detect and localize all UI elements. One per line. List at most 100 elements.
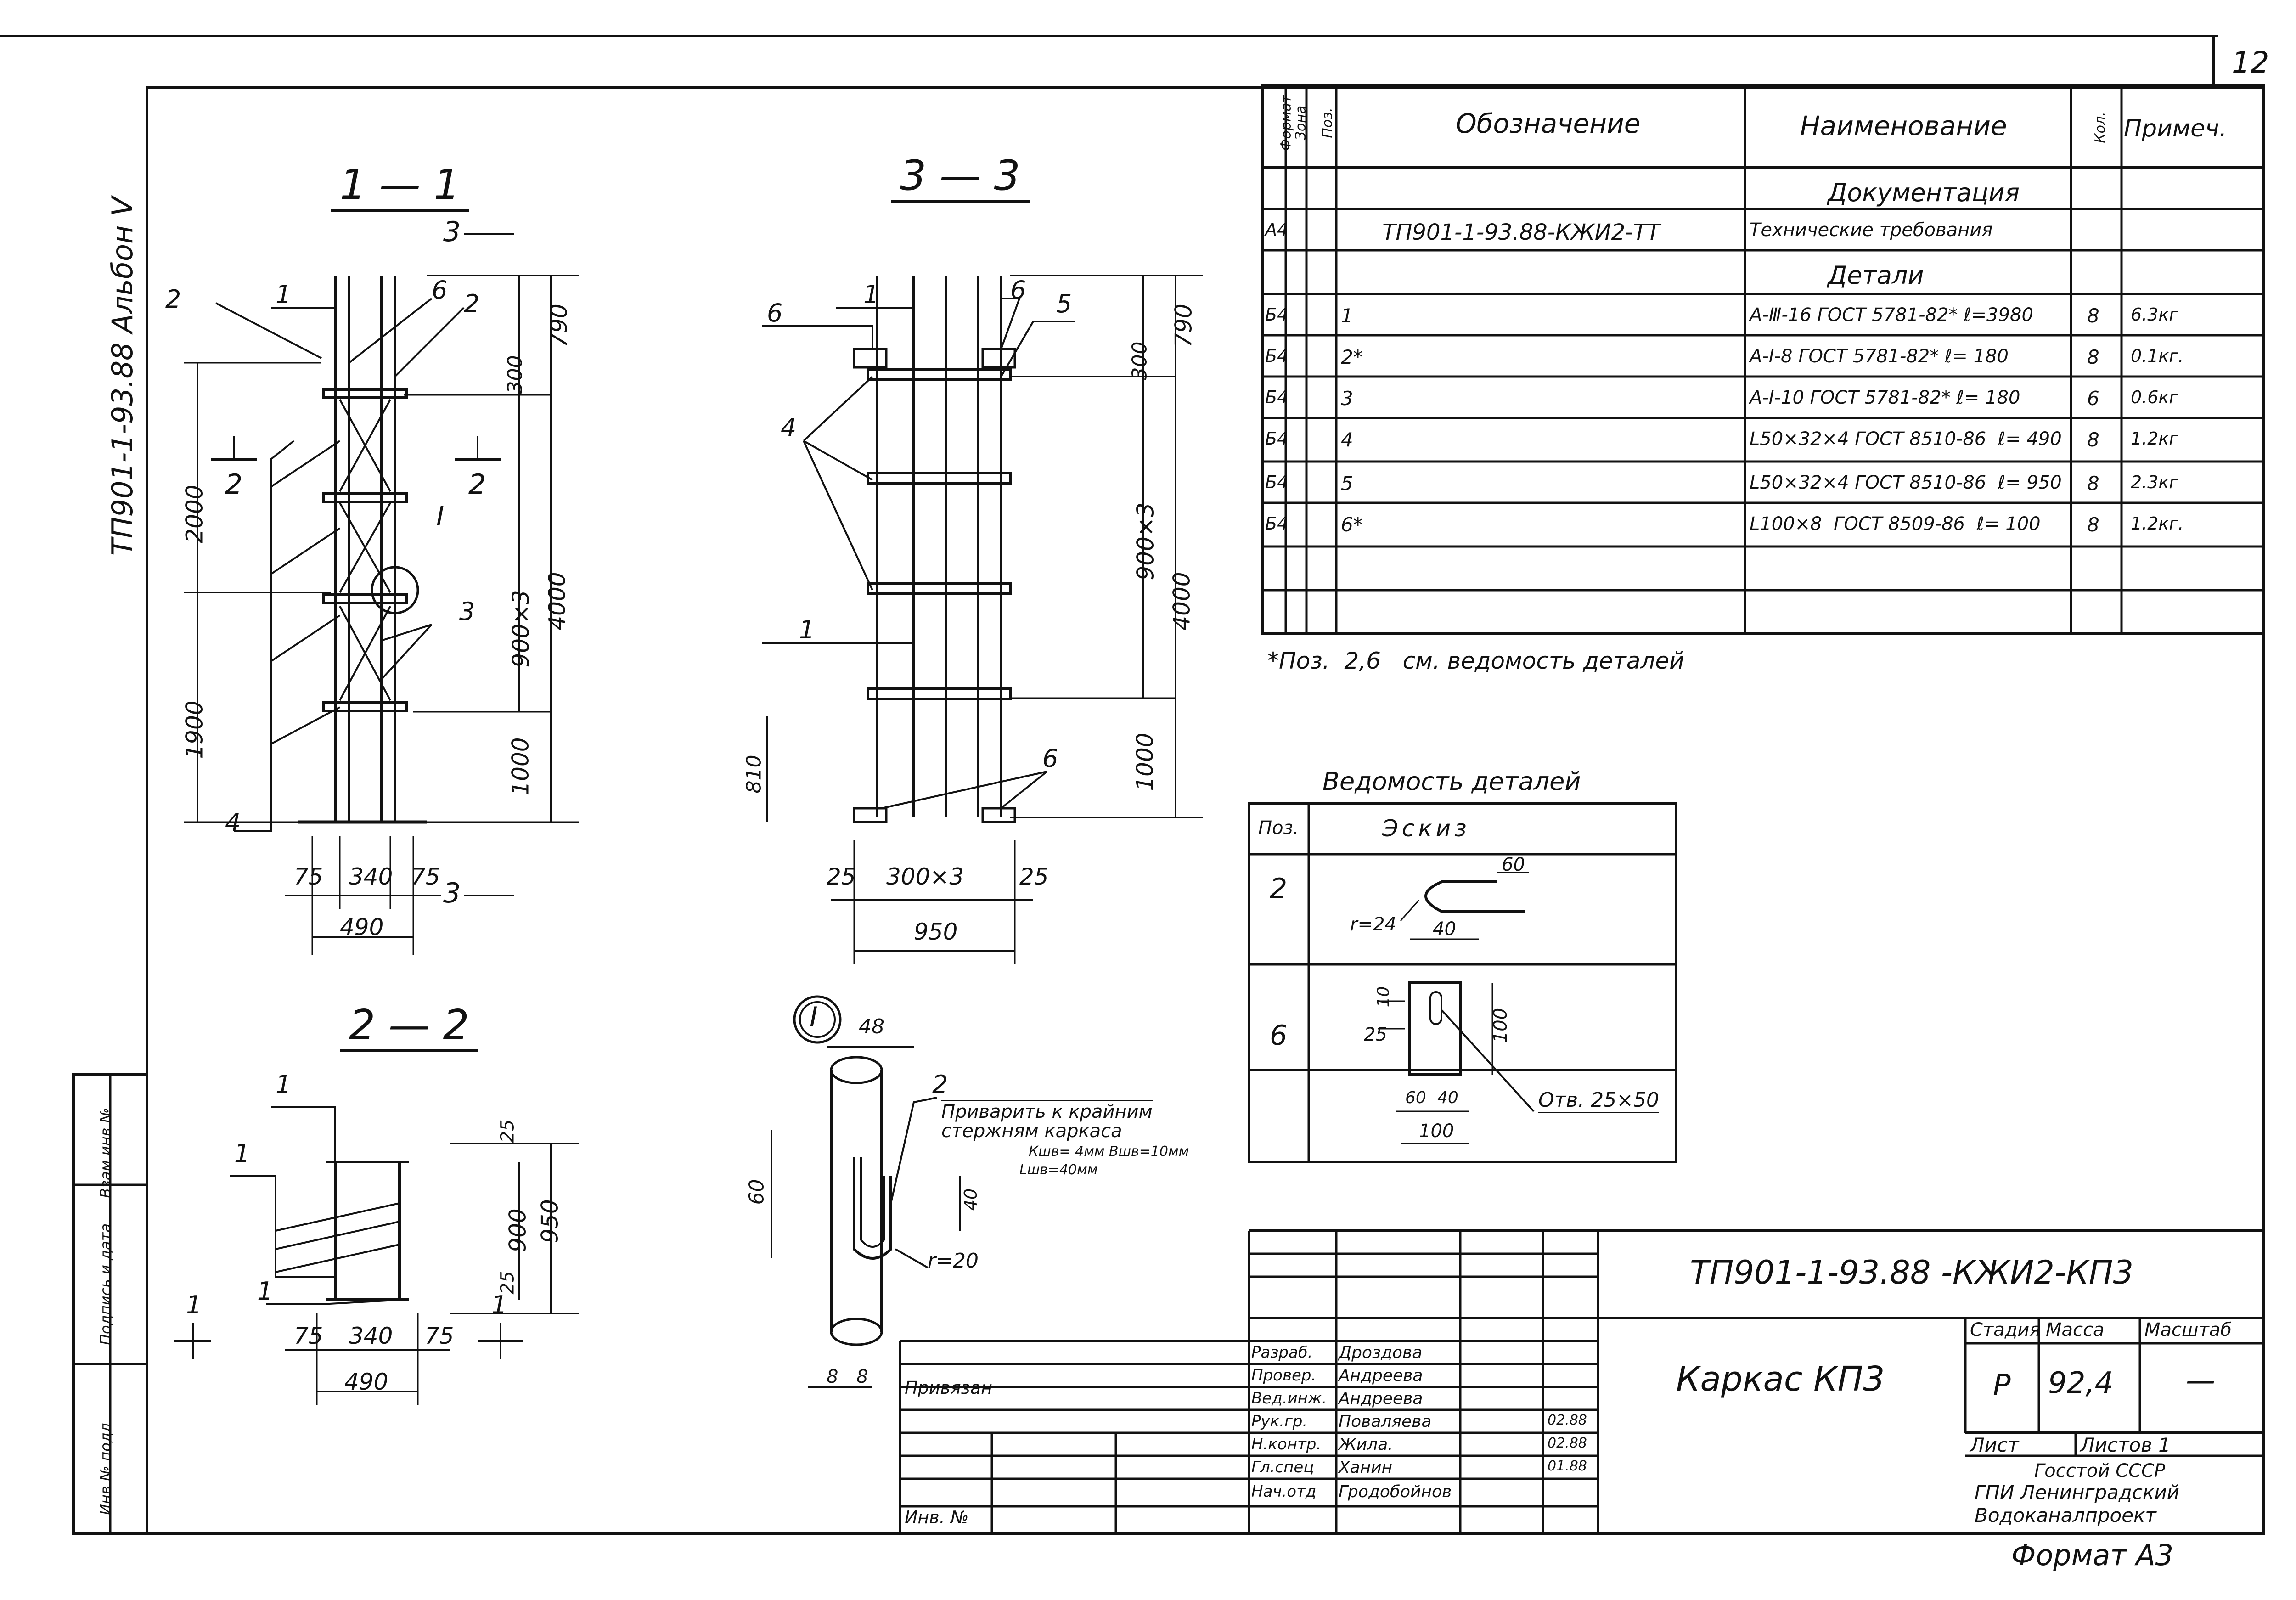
spec-cell-note: 2.3кг (2131, 472, 2178, 492)
spec-h-note: Примеч. (2124, 115, 2227, 142)
spec-cell-note: 0.1кг. (2131, 346, 2184, 366)
stamp-person-name: Гродобойнов (1339, 1482, 1452, 1501)
details-2-d60: 60 (1502, 854, 1525, 875)
spec-h-zone: Зона (1293, 105, 1309, 141)
stamp-privyazan: Привязан (905, 1378, 992, 1398)
v33-dim-810: 810 (742, 755, 766, 794)
details-pos-2: 2 (1270, 873, 1288, 905)
leader-6: 6 (432, 276, 448, 304)
v33-leader-6b: 6 (1010, 276, 1026, 304)
spec-cell-name: Детали (1828, 261, 1924, 290)
spec-h-name: Наименование (1800, 110, 2007, 141)
spec-cell-qty: 8 (2087, 304, 2099, 327)
dim-300: 300 (503, 355, 527, 394)
stamp-person-name: Поваляева (1339, 1412, 1432, 1431)
page-number: 12 (2232, 46, 2269, 80)
section-3-3-title: 3 — 3 (891, 152, 1030, 203)
v33-dim-25-right: 25 (1019, 863, 1049, 890)
stamp-stage-h: Стадия (1970, 1319, 2041, 1341)
strip-vzam: Взам.инв.№ (97, 1108, 114, 1198)
details-6-d100: 100 (1419, 1121, 1454, 1142)
spec-cell-fmt: А4 (1265, 220, 1289, 240)
cut-2-left: 2 (225, 468, 243, 501)
stamp-org-2: ГПИ Ленинградский (1975, 1481, 2179, 1504)
v22-dim-900: 900 (504, 1208, 531, 1252)
stamp-person-name: Жила. (1339, 1435, 1393, 1454)
stamp-sheet: Лист (1970, 1434, 2019, 1456)
stamp-person-role: Н.контр. (1251, 1435, 1322, 1454)
v22-dim-25-top: 25 (497, 1119, 518, 1143)
spec-cell-pos: 4 (1341, 428, 1353, 451)
spec-cell-qty: 8 (2087, 346, 2099, 368)
stamp-frame (899, 1229, 2264, 1534)
leader-2-left: 2 (165, 285, 181, 314)
details-6-d25: 25 (1364, 1024, 1387, 1045)
spec-cell-qty: 8 (2087, 513, 2099, 536)
spec-h-pos: Поз. (1319, 107, 1336, 138)
stamp-title: Каркас КП3 (1676, 1359, 1885, 1399)
spec-cell-name: L100×8 ГОСТ 8509-86 ℓ= 100 (1750, 513, 2041, 535)
details-6-d60: 60 (1405, 1088, 1426, 1107)
cut-3-top: 3 (443, 216, 461, 248)
stamp-person-name: Ханин (1339, 1458, 1393, 1477)
node-dim-40: 40 (961, 1188, 981, 1211)
spec-footnote: *Поз. 2,6 см. ведомость деталей (1267, 648, 1684, 674)
section-1-1-title: 1 — 1 (331, 161, 469, 212)
strip-inv-podl: Инв.№ подл. (97, 1418, 114, 1515)
view-1-1 (184, 233, 579, 955)
stamp-scale-h: Масштаб (2144, 1319, 2232, 1341)
v22-leader-1a: 1 (276, 1070, 292, 1099)
stamp-org-1: Госстой СССР (2034, 1460, 2166, 1482)
spec-cell-name: Документация (1828, 178, 2020, 207)
stamp-person-date: 01.88 (1548, 1458, 1587, 1474)
spec-cell-note: 1.2кг. (2131, 513, 2184, 534)
v33-leader-5: 5 (1056, 289, 1072, 318)
stamp-person-role: Гл.спец (1251, 1458, 1314, 1476)
cut-3-bottom: 3 (443, 877, 461, 909)
leader-2-right: 2 (464, 289, 480, 318)
view-node-I (771, 995, 961, 1388)
v33-dim-900x3: 900×3 (1132, 502, 1159, 580)
node-dim-48: 48 (859, 1015, 884, 1038)
dim-75-right: 75 (411, 863, 440, 890)
spec-cell-oboz: ТП901-1-93.88-КЖИ2-ТТ (1382, 220, 1660, 245)
node-note-4: Lшв=40мм (1019, 1162, 1098, 1178)
node-note-1: Приварить к крайним (941, 1100, 1153, 1122)
spec-cell-name: Технические требования (1750, 220, 1993, 241)
spec-cell-qty: 8 (2087, 428, 2099, 451)
node-I-marker: I (810, 1001, 818, 1033)
dim-75-left: 75 (294, 863, 323, 890)
stamp-mass-h: Масса (2046, 1319, 2105, 1341)
stamp-person-name: Андреева (1339, 1389, 1423, 1408)
cut-2-right: 2 (468, 468, 486, 501)
details-title: Ведомость деталей (1322, 767, 1581, 796)
stamp-person-name: Дроздова (1339, 1343, 1423, 1362)
spec-cell-fmt: Б4 (1265, 513, 1289, 534)
details-6-d10: 10 (1374, 986, 1393, 1008)
v22-dim-75-right: 75 (425, 1323, 454, 1349)
stamp-person-role: Разраб. (1251, 1343, 1313, 1362)
details-table (1248, 802, 1677, 1163)
v33-dim-4000: 4000 (1168, 572, 1195, 631)
details-h-pos: Поз. (1258, 817, 1299, 839)
format-label: Формат А3 (2011, 1538, 2174, 1572)
node-note-2: стержням каркаса (941, 1121, 1122, 1142)
spec-cell-pos: 5 (1341, 472, 1353, 495)
spec-cell-note: 6.3кг (2131, 304, 2178, 325)
spec-cell-fmt: Б4 (1265, 346, 1289, 366)
spec-cell-fmt: Б4 (1265, 472, 1289, 492)
node-note-3: Кшв= 4мм Вшв=10мм (1029, 1144, 1189, 1160)
spec-cell-name: L50×32×4 ГОСТ 8510-86 ℓ= 950 (1750, 472, 2062, 493)
v22-cut-1-left: 1 (186, 1290, 202, 1319)
spec-h-qty: Кол. (2092, 112, 2109, 143)
dim-1000: 1000 (507, 737, 534, 796)
spec-h-format: Формат (1278, 95, 1294, 151)
stamp-sheets: Листов 1 (2080, 1434, 2171, 1456)
spec-table (1261, 84, 2265, 635)
v22-dim-25-bottom: 25 (497, 1271, 518, 1295)
dim-1900: 1900 (181, 700, 208, 759)
stamp-person-role: Провер. (1251, 1366, 1317, 1385)
spec-cell-fmt: Б4 (1265, 304, 1289, 325)
stamp-mass: 92,4 (2048, 1366, 2114, 1400)
